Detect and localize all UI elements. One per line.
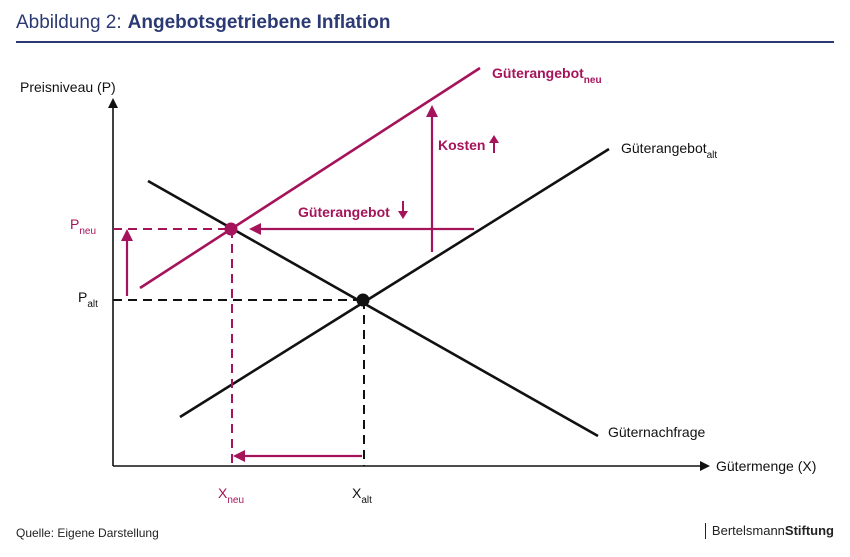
source-note: Quelle: Eigene Darstellung — [16, 526, 159, 540]
equilibrium-old-point — [356, 293, 370, 307]
x-old-label: Xalt — [352, 485, 372, 506]
brand-logo: BertelsmannStiftung — [704, 523, 834, 539]
brand-bold: Stiftung — [784, 523, 834, 538]
equilibrium-new-point — [224, 222, 238, 236]
costs-label: Kosten — [438, 137, 485, 153]
figure-title: Angebotsgetriebene Inflation — [127, 12, 391, 33]
y-axis-label: Preisniveau (P) — [20, 79, 116, 95]
supply-decrease-label: Güterangebot — [298, 204, 390, 220]
x-axis-label: Gütermenge (X) — [716, 458, 816, 474]
p-old-label: Palt — [78, 289, 98, 310]
demand-label: Güternachfrage — [608, 424, 705, 440]
supply-new-label: Güterangebotneu — [492, 65, 602, 86]
supply-old-curve — [179, 147, 610, 419]
costs-up-icon — [489, 135, 499, 153]
supply-old-label: Güterangebotalt — [621, 140, 717, 161]
supply-down-icon — [398, 201, 408, 219]
figure-header: Abbildung 2:Angebotsgetriebene Inflation — [16, 12, 834, 43]
x-new-label: Xneu — [218, 485, 244, 506]
demand-curve — [147, 179, 599, 438]
brand-regular: Bertelsmann — [711, 523, 785, 538]
p-new-label: Pneu — [70, 216, 96, 237]
figure-prefix: Abbildung 2: — [16, 12, 122, 33]
supply-new-curve — [139, 66, 481, 290]
